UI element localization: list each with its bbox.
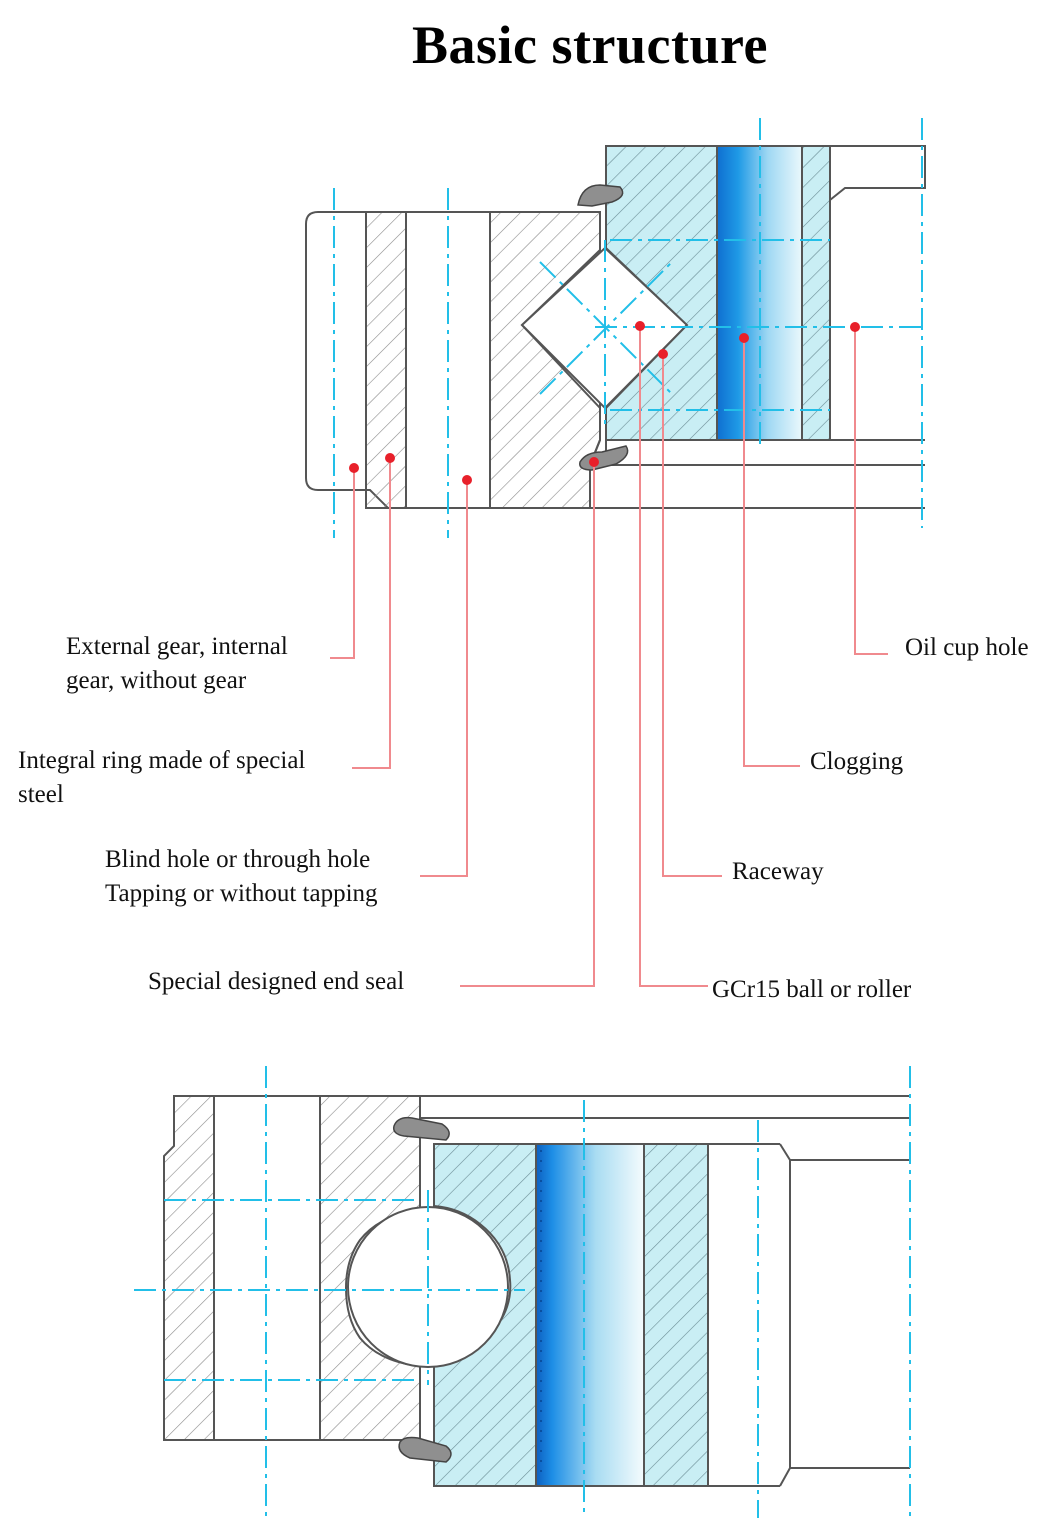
leader-lines	[330, 326, 888, 987]
label-oil-cup-hole: Oil cup hole	[905, 634, 1029, 661]
top-seal	[577, 184, 624, 207]
label-external-gear-line1: External gear, internal	[66, 633, 288, 660]
marker-oil-cup	[850, 322, 860, 332]
bottom-bottom-seal	[398, 1436, 452, 1463]
bottom-center-lines	[134, 1066, 911, 1518]
marker-seal	[589, 457, 599, 467]
top-center-lines	[333, 118, 925, 538]
marker-raceway	[658, 349, 668, 359]
label-raceway: Raceway	[732, 858, 824, 885]
marker-gear	[349, 463, 359, 473]
gear-tooth-band	[365, 211, 407, 509]
label-external-gear: External gear, internal gear, without ge…	[66, 630, 288, 698]
outer-ring-hatch	[489, 211, 601, 509]
inner-ring-bore	[829, 145, 926, 201]
label-blind-hole: Blind hole or through hole Tapping or wi…	[105, 843, 378, 911]
label-clogging: Clogging	[810, 748, 904, 775]
bottom-bearing-section	[163, 1095, 910, 1487]
diagram-title: Basic structure	[412, 15, 768, 75]
bottom-top-seal	[392, 1116, 450, 1141]
label-blind-hole-line2: Tapping or without tapping	[105, 880, 378, 907]
label-ball-roller: GCr15 ball or roller	[712, 976, 912, 1003]
inner-ring-right-hatch	[801, 145, 831, 441]
label-integral-ring-line2: steel	[18, 781, 64, 808]
marker-hole	[462, 475, 472, 485]
marker-ring	[385, 453, 395, 463]
bottom-inner-right-hatch	[643, 1143, 709, 1487]
bottom-clogging-plug	[535, 1143, 645, 1487]
marker-ball	[635, 321, 645, 331]
marker-dots	[349, 321, 860, 485]
marker-clogging	[739, 333, 749, 343]
label-end-seal: Special designed end seal	[148, 968, 405, 995]
label-blind-hole-line1: Blind hole or through hole	[105, 846, 371, 873]
label-integral-ring: Integral ring made of special steel	[18, 744, 305, 812]
label-external-gear-line2: gear, without gear	[66, 667, 247, 694]
label-integral-ring-line1: Integral ring made of special	[18, 747, 306, 774]
